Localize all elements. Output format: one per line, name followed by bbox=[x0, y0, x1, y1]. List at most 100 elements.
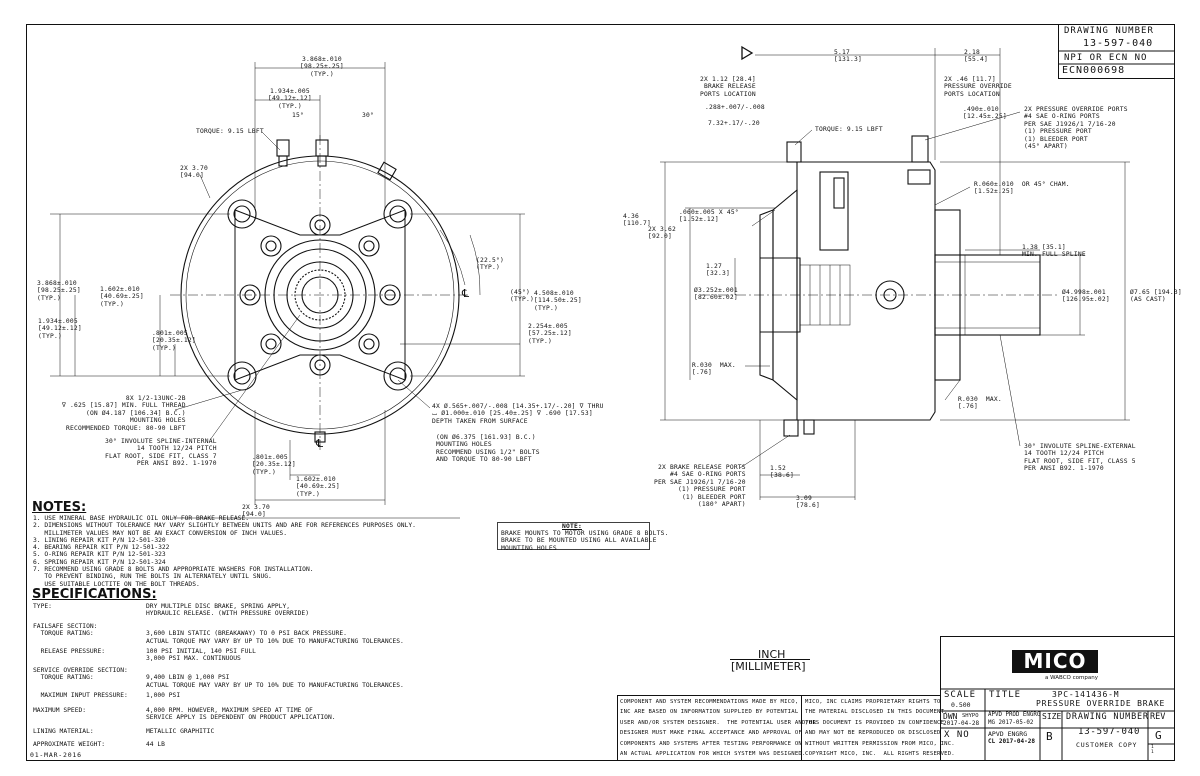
apvd-engrg-label: APVD ENGRG bbox=[988, 730, 1028, 738]
title-line-2: PRESSURE OVERRIDE BRAKE bbox=[1036, 699, 1166, 708]
left-dim-1: 3.868±.010 [98.25±.25] (TYP.) bbox=[37, 280, 81, 302]
bottom-dia-2x: 2X 3.70 [94.0] bbox=[242, 504, 270, 519]
size-value: B bbox=[1046, 730, 1053, 743]
title-drawing-number-value: 13-597-040 bbox=[1078, 727, 1141, 737]
mico-logo-graphic bbox=[1012, 650, 1098, 673]
dia-2x-top: 2X 3.70 [94.0] bbox=[180, 165, 208, 180]
chamfer-note-2: .060±.005 X 45° [1.52±.12] bbox=[679, 209, 739, 224]
internal-spline-note: 30° INVOLUTE SPLINE-INTERNAL 14 TOOTH 12… bbox=[105, 438, 217, 468]
bottom-dim-2: 1.602±.010 [40.69±.25] (TYP.) bbox=[296, 476, 340, 498]
side-top-dim: 5.17 [131.3] bbox=[834, 49, 862, 64]
disclaimer-right: MICO, INC CLAIMS PROPRIETARY RIGHTS TO T… bbox=[805, 699, 955, 758]
spec-value: METALLIC GRAPHITIC bbox=[146, 728, 215, 735]
brake-release-ports-note: 2X BRAKE RELEASE PORTS #4 SAE O-RING POR… bbox=[654, 464, 746, 509]
title-line-1: 3PC-141436-M bbox=[1052, 690, 1120, 699]
notes-title: NOTES: bbox=[32, 500, 87, 515]
spec-label: FAILSAFE SECTION: TORQUE RATING: bbox=[33, 623, 98, 638]
side-view bbox=[660, 45, 1130, 500]
radius-030-b: R.030 MAX. [.76] bbox=[958, 396, 1002, 411]
brake-ports-location: 2X 1.12 [28.4] BRAKE RELEASE PORTS LOCAT… bbox=[700, 76, 756, 98]
x-no-label: X NO bbox=[944, 730, 970, 740]
title-drawing-number-label: DRAWING NUMBER bbox=[1066, 712, 1149, 722]
scale-value: 0.500 bbox=[951, 701, 971, 709]
units-inch: INCH bbox=[758, 648, 786, 661]
right-dim-2: 2.254±.005 [57.25±.12] (TYP.) bbox=[528, 323, 572, 345]
spec-label: MAXIMUM SPEED: bbox=[33, 707, 87, 714]
spec-value: 100 PSI INITIAL, 140 PSI FULL 3,000 PSI … bbox=[146, 648, 256, 663]
spec-label: SERVICE OVERRIDE SECTION: TORQUE RATING: bbox=[33, 667, 128, 682]
external-spline-note: 30° INVOLUTE SPLINE-EXTERNAL 14 TOOTH 12… bbox=[1024, 443, 1136, 473]
drawing-number-value: 13-597-040 bbox=[1083, 38, 1154, 49]
rev-label: REV bbox=[1150, 712, 1166, 722]
rev-value: G bbox=[1155, 729, 1162, 742]
right-dim-1: 4.508±.010 [114.50±.25] (TYP.) bbox=[534, 290, 582, 312]
chamfer-note: R.060±.010 OR 45° CHAM. [1.52±.25] bbox=[974, 181, 1070, 196]
spline-length: 1.38 [35.1] MIN. FULL SPLINE bbox=[1022, 244, 1086, 259]
left-dim-4: .801±.005 [20.35±.12] (TYP.) bbox=[152, 330, 196, 352]
left-dim-2: 1.602±.010 [40.69±.25] (TYP.) bbox=[100, 286, 144, 308]
override-ports-location: 2X .46 [11.7] PRESSURE OVERRIDE PORTS LO… bbox=[944, 76, 1012, 98]
dim-362: 2X 3.62 [92.0] bbox=[648, 226, 676, 241]
dim-127: 1.27 [32.3] bbox=[706, 263, 730, 278]
dim-152: 1.52 [38.6] bbox=[770, 465, 794, 480]
mico-logo: MICO bbox=[1023, 649, 1087, 673]
disclaimer-left: COMPONENT AND SYSTEM RECOMMENDATIONS MAD… bbox=[620, 699, 817, 758]
size-label: SIZE bbox=[1042, 712, 1062, 721]
dwn-date: 2017-04-28 bbox=[943, 720, 980, 727]
dim-top2: 1.934±.005 [49.12±.12] (TYP.) bbox=[268, 88, 312, 110]
spec-label: RELEASE PRESSURE: bbox=[33, 648, 106, 655]
radius-030-a: R.030 MAX. [.76] bbox=[692, 362, 736, 377]
apvd-prod-label: APVD PROD ENGRG bbox=[988, 712, 1041, 718]
spec-label: MAXIMUM INPUT PRESSURE: bbox=[33, 692, 128, 699]
dim-436: 4.36 [110.7] bbox=[623, 213, 651, 228]
torque-label: TORQUE: 9.15 LBFT bbox=[196, 128, 264, 135]
drawing-number-label: DRAWING NUMBER bbox=[1064, 26, 1154, 36]
dim-490: .490±.010 [12.45±.25] bbox=[963, 106, 1007, 121]
hole-note: 4X Ø.565+.007/-.008 [14.35+.17/-.20] ∇ T… bbox=[432, 403, 604, 425]
note-box-text: BRAKE MOUNTS TO MOTOR USING GRADE 8 BOLT… bbox=[501, 530, 669, 552]
sheet-border bbox=[26, 24, 1175, 761]
spec-value: 44 LB bbox=[146, 741, 165, 748]
mico-logo-subtitle: a WABCO company bbox=[1045, 675, 1098, 681]
dia-3252: Ø3.252±.001 [82.60±.02] bbox=[694, 287, 738, 302]
customer-copy: CUSTOMER COPY bbox=[1076, 741, 1138, 749]
dia-765: Ø7.65 [194.3] (AS CAST) bbox=[1130, 289, 1182, 304]
angle-45: (45°) (TYP.) bbox=[510, 289, 534, 304]
ecn-value: ECN000698 bbox=[1062, 65, 1126, 76]
dwn-by: SHYPO bbox=[962, 713, 979, 719]
centerline-symbol-bottom: ℄ bbox=[316, 437, 324, 450]
apvd-engrg-value: CL 2017-04-28 bbox=[988, 738, 1035, 745]
spec-value: 4,000 RPM. HOWEVER, MAXIMUM SPEED AT TIM… bbox=[146, 707, 336, 722]
units-mm: [MILLIMETER] bbox=[731, 660, 806, 673]
sheet-number: 1 1 bbox=[1151, 745, 1154, 755]
title-label: TITLE bbox=[989, 690, 1022, 700]
spec-label: APPROXIMATE WEIGHT: bbox=[33, 741, 106, 748]
spec-value: 3,600 LBIN STATIC (BREAKAWAY) TO 0 PSI B… bbox=[146, 630, 404, 645]
npi-ecn-label: NPI OR ECN NO bbox=[1064, 53, 1148, 63]
angle-30: 30° bbox=[362, 112, 374, 119]
notes-list: 1. USE MINERAL BASE HYDRAULIC OIL ONLY F… bbox=[33, 515, 416, 588]
side-top-dim2: 2.18 [55.4] bbox=[964, 49, 988, 64]
spec-value: 9,400 LBIN @ 1,000 PSI ACTUAL TORQUE MAY… bbox=[146, 674, 404, 689]
footer-date: 01-MAR-2016 bbox=[30, 751, 82, 759]
dim-309: 3.09 [78.6] bbox=[796, 495, 820, 510]
centerline-symbol: ℄ bbox=[462, 287, 470, 300]
units-divider bbox=[730, 659, 810, 660]
spec-label: TYPE: bbox=[33, 603, 52, 610]
dim-top: 3.868±.010 [98.25±.25] (TYP.) bbox=[300, 56, 344, 78]
dwn-label: DWN bbox=[943, 712, 958, 721]
spec-label: LINING MATERIAL: bbox=[33, 728, 94, 735]
front-view bbox=[50, 62, 525, 519]
pressure-override-note: 2X PRESSURE OVERRIDE PORTS #4 SAE O-RING… bbox=[1024, 106, 1128, 151]
hole-note-2: (ON Ø6.375 [161.93] B.C.) MOUNTING HOLES… bbox=[436, 434, 540, 464]
spec-value: 1,000 PSI bbox=[146, 692, 181, 699]
left-dim-3: 1.934±.005 [49.12±.12] (TYP.) bbox=[38, 318, 82, 340]
angle-15: 15° bbox=[292, 112, 304, 119]
apvd-prod-value: MG 2017-05-02 bbox=[988, 720, 1034, 726]
thread-note: 8X 1/2-13UNC-2B ∇ .625 [15.87] MIN. FULL… bbox=[62, 395, 186, 432]
specifications-title: SPECIFICATIONS: bbox=[32, 587, 157, 602]
tolerance-2: 7.32+.17/-.20 bbox=[708, 120, 760, 127]
dia-4998: Ø4.998±.001 [126.95±.02] bbox=[1062, 289, 1110, 304]
